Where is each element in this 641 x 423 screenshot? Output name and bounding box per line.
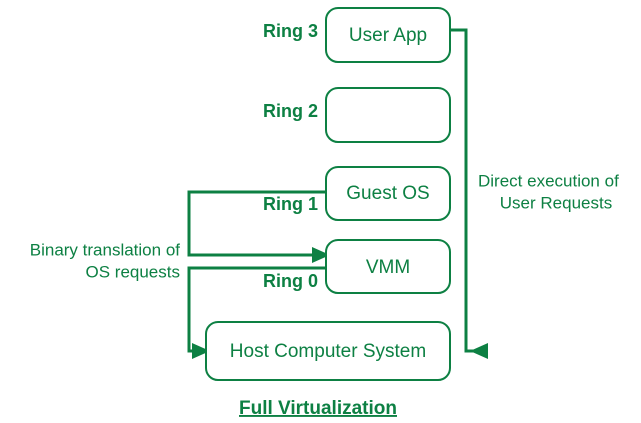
annotation-binary-translation: Binary translation of OS requests (30, 240, 181, 281)
annotation-binary-translation-line1: Binary translation of (30, 240, 181, 259)
vmm-to-host-arrowhead (192, 343, 210, 359)
flow-user-app-to-host (450, 28, 488, 359)
node-ring2-empty-box[interactable] (325, 87, 451, 143)
user-app-to-host-path (450, 28, 484, 353)
node-user-app-label: User App (349, 25, 427, 46)
node-guest-os-label: Guest OS (346, 183, 429, 204)
node-host-label: Host Computer System (230, 341, 426, 362)
ring-label-ring0: Ring 0 (263, 271, 318, 291)
node-vmm-box[interactable] (325, 239, 451, 294)
annotation-direct-execution-line2: User Requests (500, 193, 612, 212)
ring-label-ring3: Ring 3 (263, 21, 318, 41)
flow-vmm-to-host (187, 266, 326, 359)
guest-os-to-vmm-arrowhead (312, 247, 330, 263)
node-vmm-label: VMM (366, 257, 410, 278)
ring-label-ring2: Ring 2 (263, 101, 318, 121)
node-user-app-box[interactable] (325, 7, 451, 63)
user-app-to-host-arrowhead (470, 343, 488, 359)
ring-label-ring1: Ring 1 (263, 194, 318, 214)
flow-guest-os-to-vmm (187, 190, 330, 263)
diagram-caption: Full Virtualization (239, 398, 397, 419)
guest-os-to-vmm-path (187, 190, 326, 257)
annotation-direct-execution: Direct execution of User Requests (478, 171, 619, 212)
annotation-binary-translation-line2: OS requests (86, 262, 181, 281)
node-guest-os-box[interactable] (325, 166, 451, 221)
annotation-direct-execution-line1: Direct execution of (478, 171, 619, 190)
node-host-box[interactable] (205, 321, 451, 381)
